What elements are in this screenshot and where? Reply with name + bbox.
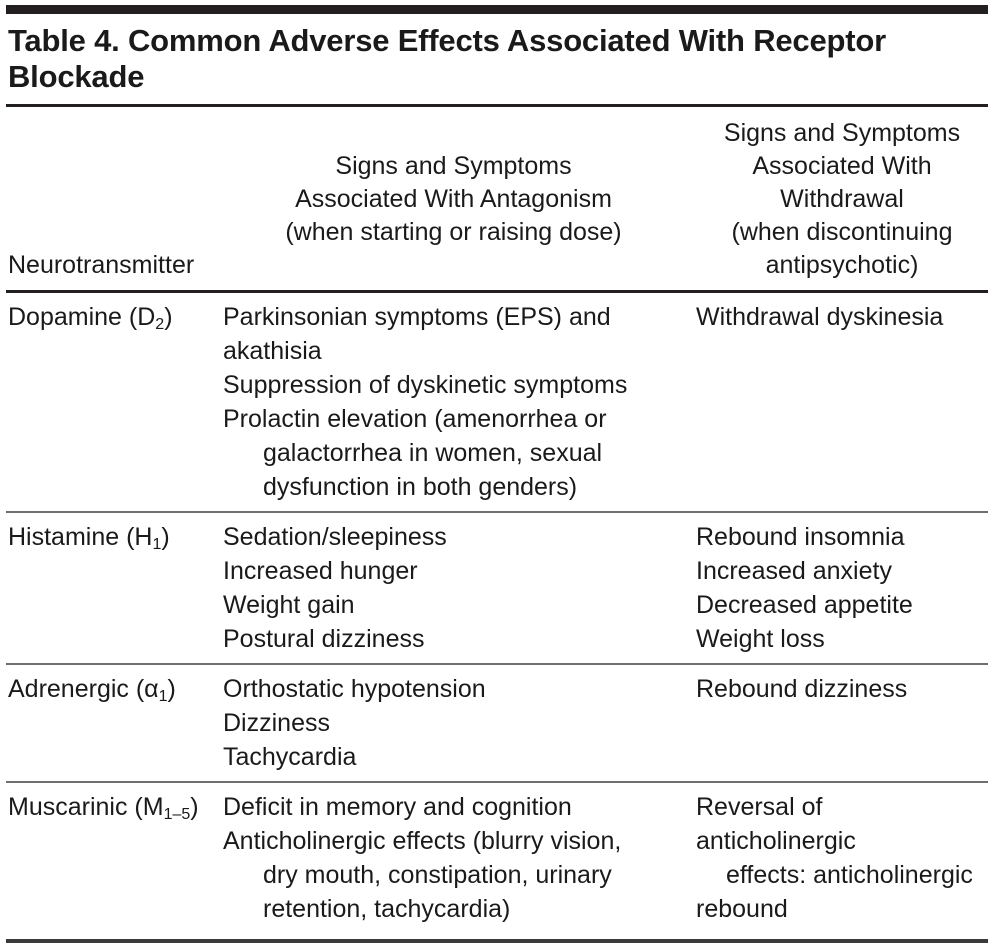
cell-neurotransmitter: Histamine (H1): [6, 520, 223, 554]
antagonism-line: retention, tachycardia): [263, 894, 511, 923]
withdrawal-list: Withdrawal dyskinesia: [696, 300, 988, 334]
header-withdrawal-line1: Signs and Symptoms: [723, 118, 961, 147]
antagonism-line: Dizziness: [223, 708, 330, 737]
header-cell-antagonism: Signs and Symptoms Associated With Antag…: [223, 117, 696, 249]
antagonism-list: Parkinsonian symptoms (EPS) and akathisi…: [223, 300, 688, 504]
bottom-border-rule: [6, 938, 988, 943]
neurotransmitter-label: Histamine (H1): [8, 522, 170, 553]
cell-neurotransmitter: Dopamine (D2): [6, 300, 223, 334]
withdrawal-line: rebound: [696, 894, 788, 923]
withdrawal-list: Rebound dizziness: [696, 672, 988, 706]
antagonism-line: Weight gain: [223, 590, 355, 619]
header-withdrawal-line3: (when discontinuing: [731, 217, 953, 246]
antagonism-line: Tachycardia: [223, 742, 357, 771]
antagonism-line: Orthostatic hypotension: [223, 674, 486, 703]
adverse-effects-table: Table 4. Common Adverse Effects Associat…: [0, 5, 994, 943]
header-cell-neurotransmitter: Neurotransmitter: [6, 153, 223, 282]
table-title: Table 4. Common Adverse Effects Associat…: [8, 23, 886, 95]
cell-antagonism: Parkinsonian symptoms (EPS) and akathisi…: [223, 300, 696, 504]
table-row: Dopamine (D2) Parkinsonian symptoms (EPS)…: [6, 293, 988, 511]
subscript: 1–5: [163, 805, 191, 823]
row-divider-rule: [6, 510, 988, 513]
neurotransmitter-label: Adrenergic (α1): [8, 674, 176, 705]
header-withdrawal-line4: antipsychotic): [765, 250, 919, 279]
antagonism-line: Sedation/sleepiness: [223, 522, 447, 551]
antagonism-line: galactorrhea in women, sexual: [263, 438, 603, 467]
cell-withdrawal: Rebound dizziness: [696, 672, 988, 706]
cell-neurotransmitter: Muscarinic (M1–5): [6, 790, 223, 824]
withdrawal-line: Increased anxiety: [696, 556, 892, 585]
table-body: Dopamine (D2) Parkinsonian symptoms (EPS)…: [6, 293, 988, 933]
subscript: 2: [155, 315, 165, 333]
withdrawal-line: Decreased appetite: [696, 590, 913, 619]
header-cell-withdrawal: Signs and Symptoms Associated With Withd…: [696, 117, 988, 282]
header-antagonism-line2: Associated With Antagonism: [295, 184, 612, 213]
antagonism-line: Increased hunger: [223, 556, 418, 585]
table-header-row: Neurotransmitter Signs and Symptoms Asso…: [6, 107, 988, 290]
neurotransmitter-label: Muscarinic (M1–5): [8, 792, 199, 823]
row-divider-rule: [6, 662, 988, 665]
row-divider-rule: [6, 780, 988, 783]
cell-withdrawal: Withdrawal dyskinesia: [696, 300, 988, 334]
antagonism-line: dysfunction in both genders): [263, 472, 578, 501]
antagonism-line: Postural dizziness: [223, 624, 425, 653]
withdrawal-line: Rebound dizziness: [696, 674, 908, 703]
header-divider-rule: [6, 289, 988, 293]
header-withdrawal-line2: Associated With Withdrawal: [752, 151, 932, 213]
header-antagonism-line1: Signs and Symptoms: [335, 151, 572, 180]
antagonism-line: Deficit in memory and cognition: [223, 792, 572, 821]
withdrawal-line: Withdrawal dyskinesia: [696, 302, 944, 331]
antagonism-line: Anticholinergic effects (blurry vision,: [223, 826, 622, 855]
withdrawal-list: Reversal of anticholinergic effects: anti…: [696, 790, 988, 926]
neurotransmitter-label: Dopamine (D2): [8, 302, 173, 333]
withdrawal-line: Rebound insomnia: [696, 522, 905, 551]
antagonism-line: Suppression of dyskinetic symptoms: [223, 370, 628, 399]
antagonism-line: Prolactin elevation (amenorrhea or: [223, 404, 607, 433]
top-border-rule: [6, 5, 988, 14]
header-antagonism-line3: (when starting or raising dose): [285, 217, 622, 246]
withdrawal-line: Reversal of anticholinergic: [696, 792, 856, 855]
subscript: 1: [152, 535, 162, 553]
withdrawal-line: Weight loss: [696, 624, 825, 653]
antagonism-line: dry mouth, constipation, urinary: [263, 860, 612, 889]
header-label-neurotransmitter: Neurotransmitter: [8, 250, 195, 279]
cell-neurotransmitter: Adrenergic (α1): [6, 672, 223, 706]
cell-withdrawal: Reversal of anticholinergic effects: anti…: [696, 790, 988, 926]
subscript: 1: [158, 687, 168, 705]
table-row: Muscarinic (M1–5) Deficit in memory and c…: [6, 783, 988, 933]
withdrawal-line: effects: anticholinergic: [726, 860, 973, 889]
antagonism-line: Parkinsonian symptoms (EPS) and akathisi…: [223, 302, 611, 365]
title-divider-rule: [6, 103, 988, 107]
